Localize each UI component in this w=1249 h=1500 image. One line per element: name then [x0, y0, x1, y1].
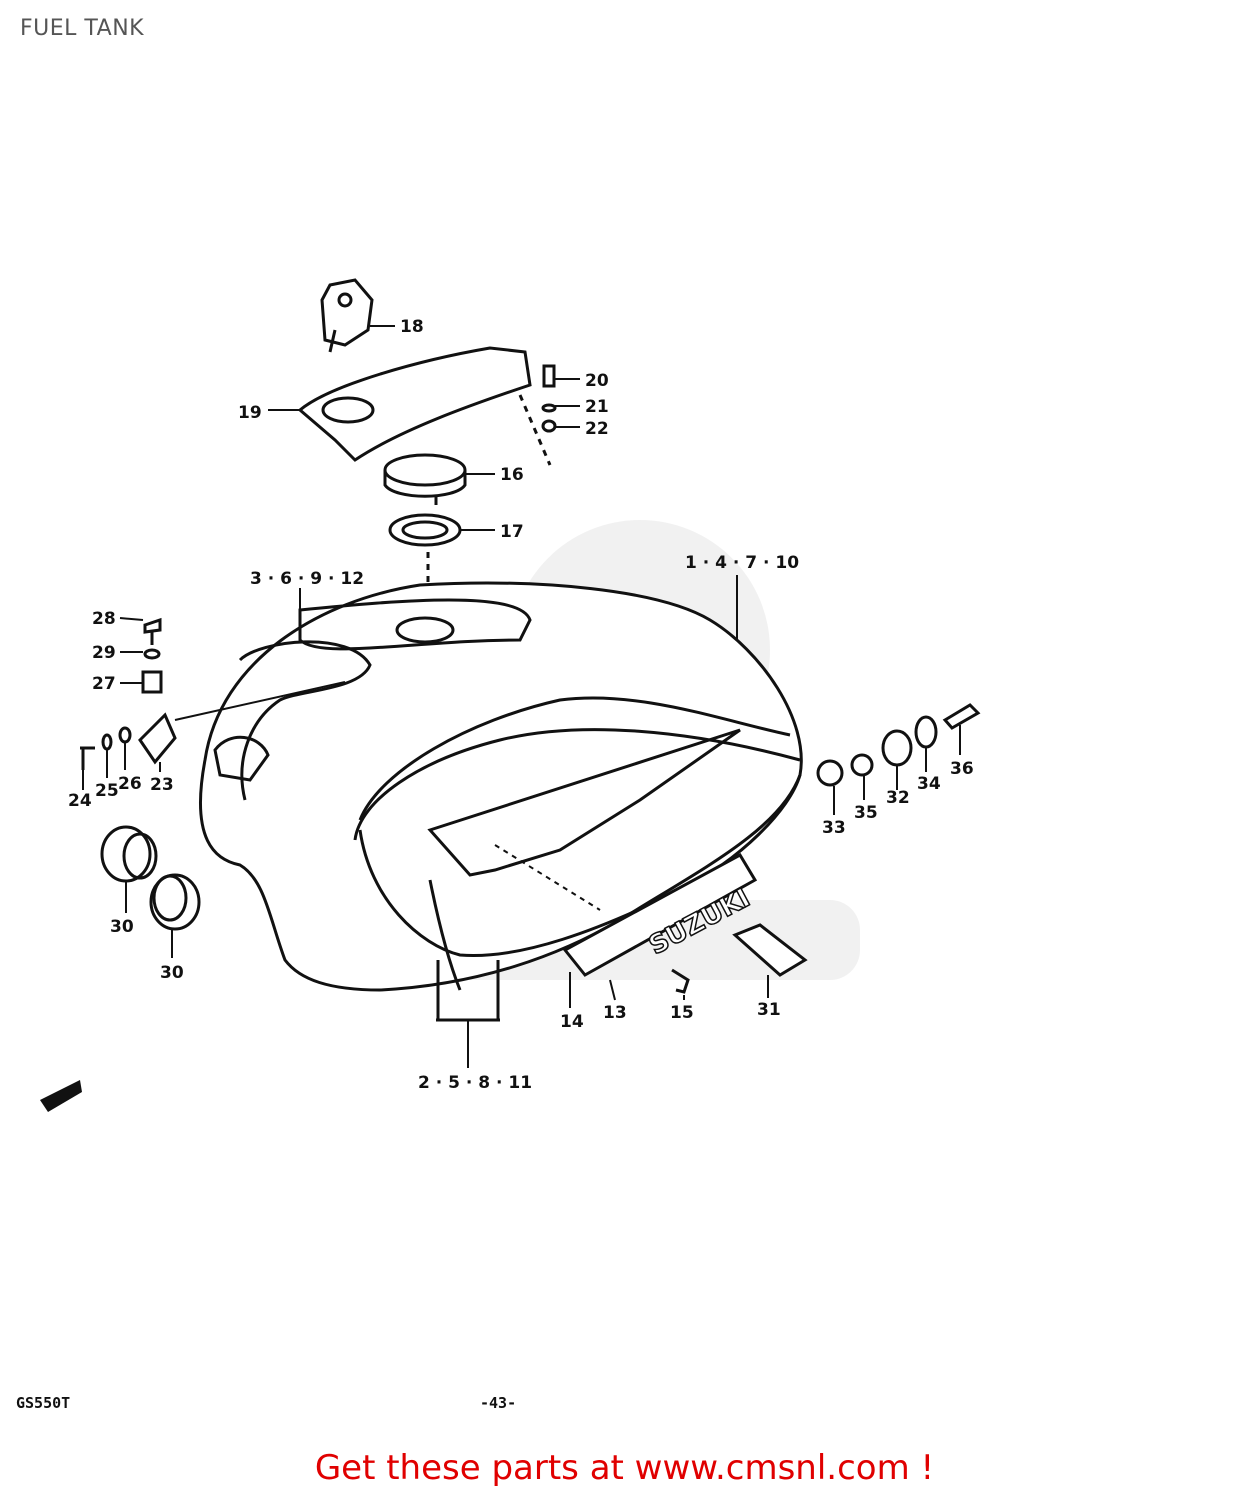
callout-18: 18 — [400, 317, 424, 337]
callout-30-upper: 30 — [110, 917, 134, 937]
callout-13: 13 — [603, 1003, 627, 1023]
callout-29: 29 — [92, 643, 116, 663]
callout-15: 15 — [670, 1003, 694, 1023]
part-13-emblem — [562, 852, 758, 977]
fuel-tank-body — [199, 581, 803, 1022]
callout-19: 19 — [238, 403, 262, 423]
callout-2-5-8-11: 2 · 5 · 8 · 11 — [418, 1073, 532, 1093]
callout-1-4-7-10: 1 · 4 · 7 · 10 — [685, 553, 799, 573]
part-15-screw — [671, 968, 690, 994]
callout-36: 36 — [950, 759, 974, 779]
callout-16: 16 — [500, 465, 524, 485]
callout-26: 26 — [118, 774, 142, 794]
callout-30-lower: 30 — [160, 963, 184, 983]
callout-17: 17 — [500, 522, 524, 542]
callout-31: 31 — [757, 1000, 781, 1020]
callout-14: 14 — [560, 1012, 584, 1032]
parts-20-22-screws — [541, 364, 557, 433]
front-arrow-icon — [40, 1080, 82, 1112]
callout-34: 34 — [917, 774, 941, 794]
promo-link[interactable]: Get these parts at www.cmsnl.com ! — [314, 1448, 935, 1488]
part-18-lock — [320, 278, 374, 353]
callout-20: 20 — [585, 371, 609, 391]
callout-33: 33 — [822, 818, 846, 838]
callout-35: 35 — [854, 803, 878, 823]
callout-32: 32 — [886, 788, 910, 808]
part-30-rubber-cushions — [100, 825, 201, 931]
part-19-cover-plate — [297, 346, 552, 466]
parts-32-36-mount-hardware — [816, 703, 981, 787]
part-31-cushion — [732, 923, 808, 977]
callout-labels: 18 19 20 21 22 16 17 1 · 4 · 7 · 10 3 · … — [68, 317, 974, 1093]
part-17-gasket — [388, 513, 462, 547]
page-number: -43- — [480, 1394, 517, 1412]
callout-21: 21 — [585, 397, 609, 417]
callout-27: 27 — [92, 674, 116, 694]
callout-25: 25 — [95, 781, 119, 801]
model-code: GS550T — [16, 1394, 71, 1412]
callout-24: 24 — [68, 791, 92, 811]
page-title: FUEL TANK — [20, 16, 145, 41]
leader-lines — [82, 325, 961, 1068]
parts-23-29-bracket-hardware — [80, 617, 346, 770]
part-16-fuel-cap — [383, 453, 467, 505]
callout-22: 22 — [585, 419, 609, 439]
callout-3-6-9-12: 3 · 6 · 9 · 12 — [250, 569, 364, 589]
callout-28: 28 — [92, 609, 116, 629]
callout-23: 23 — [150, 775, 174, 795]
